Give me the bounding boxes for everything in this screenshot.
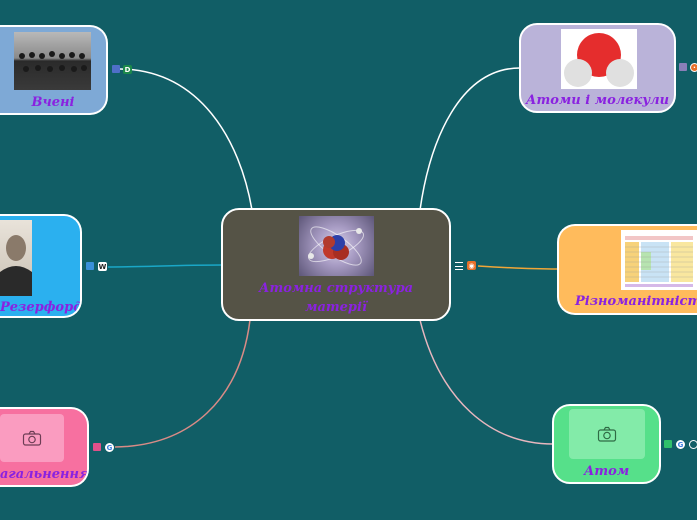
rutherford-list-icon[interactable] bbox=[86, 262, 94, 270]
generalization-link-icon[interactable]: G bbox=[105, 443, 114, 452]
molecule-image bbox=[561, 29, 637, 89]
node-atom[interactable]: Атом bbox=[552, 404, 661, 484]
node-rutherford[interactable]: Резерфорд bbox=[0, 214, 82, 318]
link-scientists bbox=[119, 68, 253, 211]
atoms-molecules-list-icon[interactable] bbox=[679, 63, 687, 71]
link-generalization bbox=[114, 319, 251, 448]
scientists-photo bbox=[14, 32, 91, 90]
atom-image-placeholder bbox=[569, 409, 645, 459]
node-atoms-molecules[interactable]: Атоми і молекули bbox=[519, 23, 676, 113]
center-node[interactable]: Атомна структура матерії bbox=[221, 208, 451, 321]
link-diversity bbox=[477, 265, 558, 270]
generalization-list-icon[interactable] bbox=[93, 443, 101, 451]
node-diversity[interactable]: Різноманітність ато bbox=[557, 224, 697, 315]
rutherford-portrait bbox=[0, 220, 32, 296]
center-title-line2: матерії bbox=[305, 300, 367, 315]
link-atoms-molecules bbox=[419, 67, 521, 211]
link-rutherford bbox=[107, 264, 223, 268]
scientists-link-icon[interactable]: D bbox=[123, 65, 132, 74]
scientists-list-icon[interactable] bbox=[112, 65, 120, 73]
generalization-image-placeholder bbox=[0, 414, 64, 462]
camera-icon bbox=[597, 426, 617, 442]
camera-icon bbox=[22, 430, 42, 446]
center-list-icon[interactable] bbox=[455, 262, 463, 270]
rutherford-link-icon[interactable]: W bbox=[98, 262, 107, 271]
diversity-label: Різноманітність ато bbox=[575, 294, 697, 309]
atom-link-icon-google[interactable]: G bbox=[676, 440, 685, 449]
scientists-label: Вчені bbox=[31, 95, 75, 110]
rutherford-label: Резерфорд bbox=[0, 300, 82, 315]
generalization-label: агальнення bbox=[0, 467, 89, 482]
atoms-molecules-label: Атоми і молекули bbox=[525, 93, 670, 108]
atom-image bbox=[299, 216, 374, 276]
center-title-line1: Атомна структура bbox=[258, 281, 414, 296]
periodic-table-image bbox=[621, 230, 697, 290]
atom-list-icon[interactable] bbox=[664, 440, 672, 448]
node-generalization[interactable]: агальнення bbox=[0, 407, 89, 487]
center-link-icon[interactable]: ◉ bbox=[467, 261, 476, 270]
atoms-molecules-link-icon[interactable]: · bbox=[690, 63, 697, 72]
link-atom bbox=[419, 319, 554, 445]
atom-link-icon-extra[interactable] bbox=[689, 440, 697, 449]
atom-label: Атом bbox=[583, 464, 630, 479]
node-scientists[interactable]: Вчені bbox=[0, 25, 108, 115]
